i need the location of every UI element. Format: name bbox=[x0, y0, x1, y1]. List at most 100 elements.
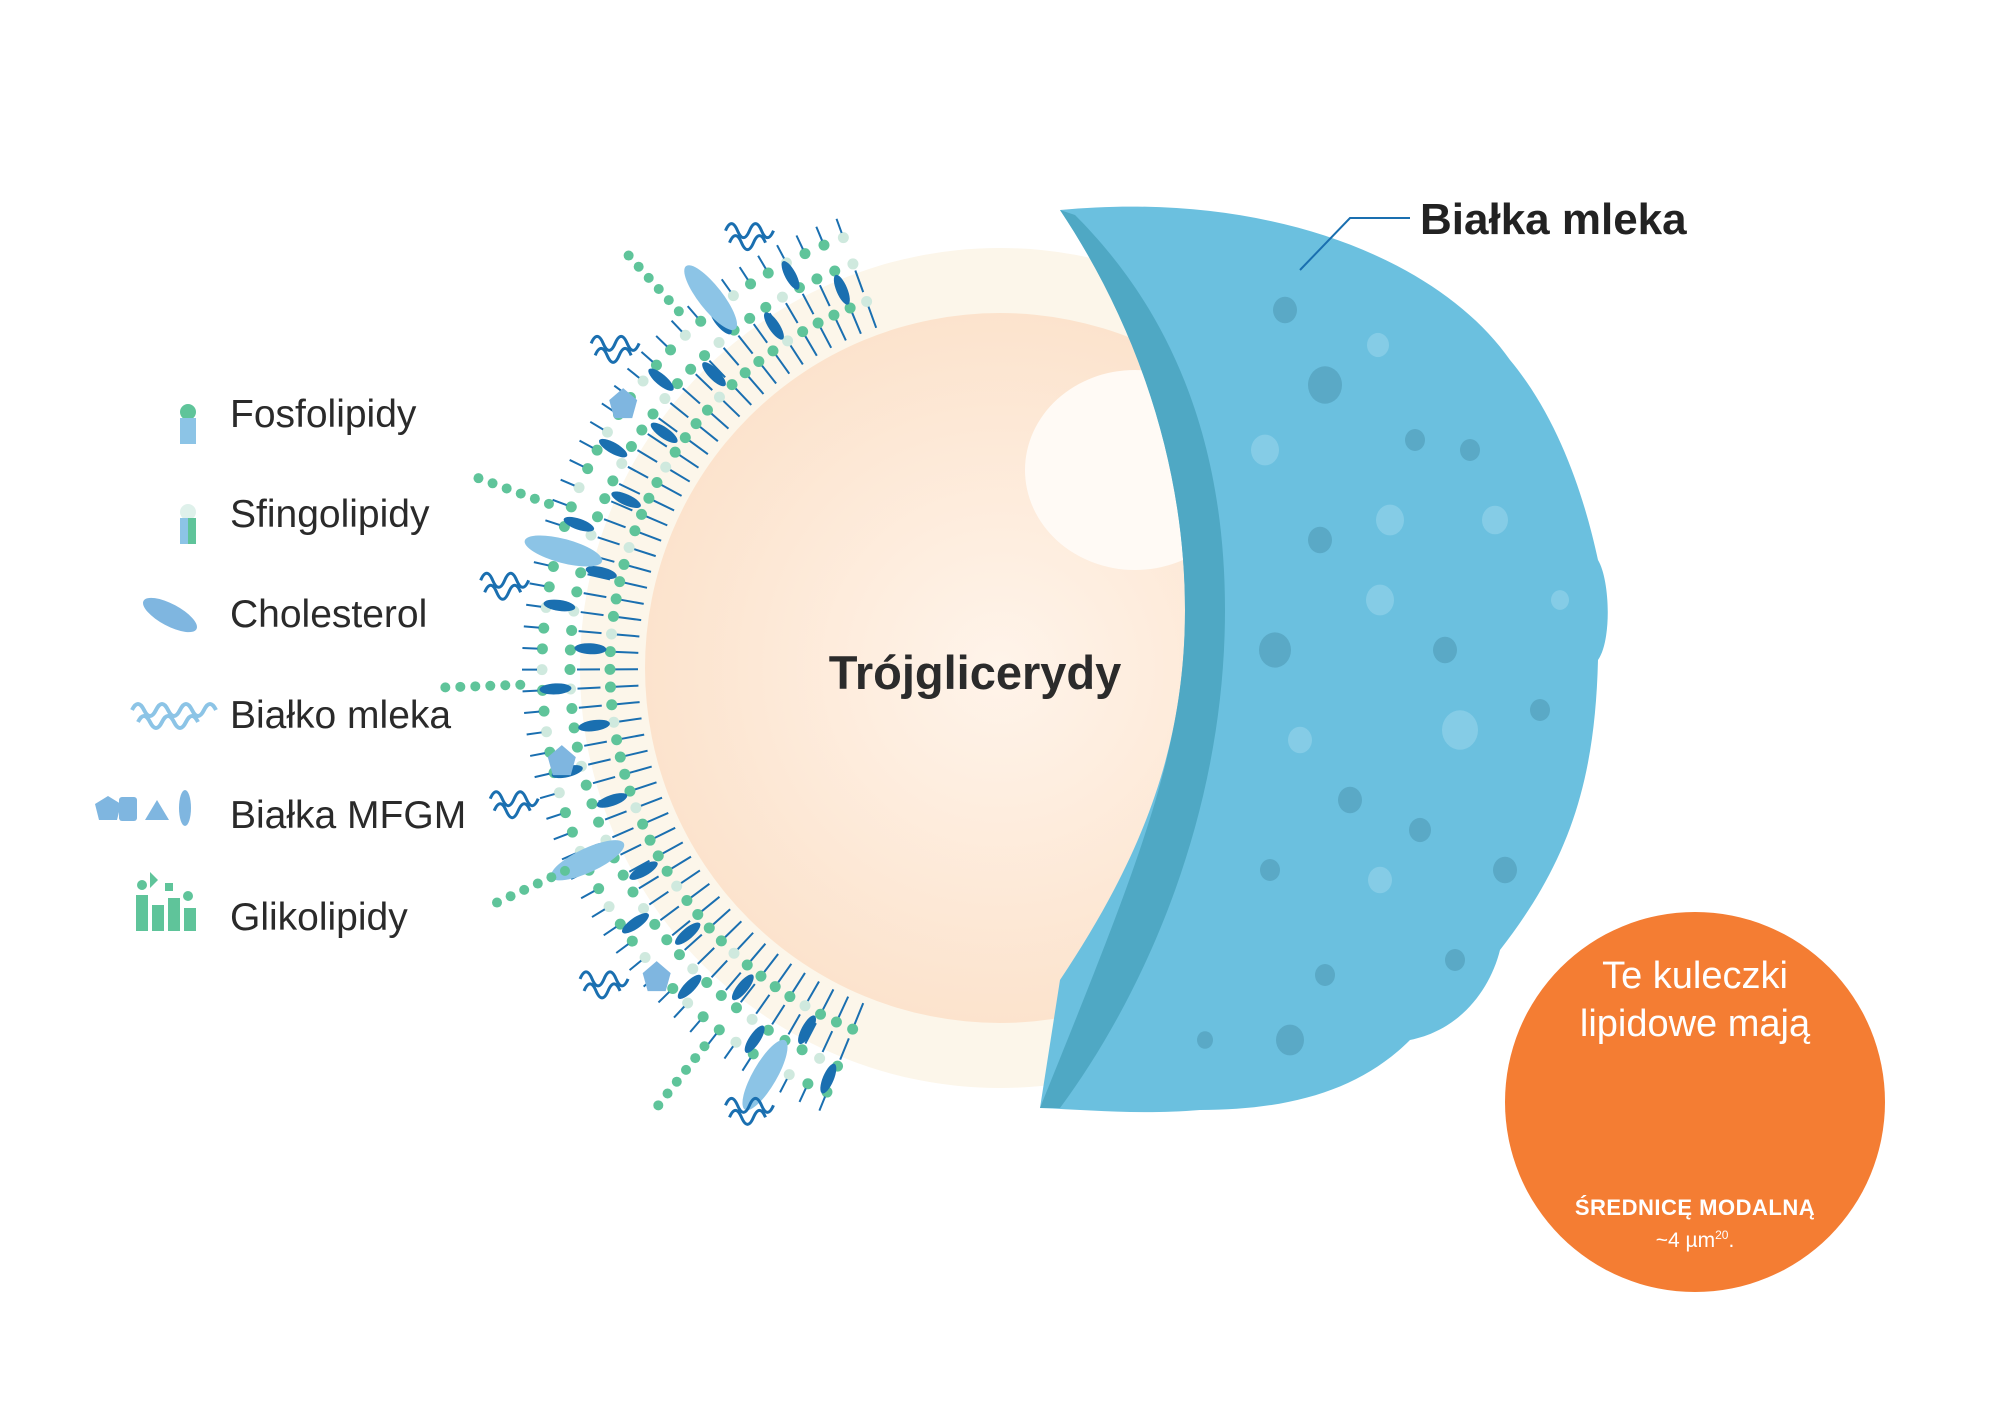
lipid-head bbox=[639, 951, 651, 963]
lipid-head bbox=[715, 989, 727, 1001]
lipid-tail bbox=[580, 611, 604, 617]
lipid-head bbox=[637, 375, 649, 387]
milk-protein-coil bbox=[488, 790, 540, 820]
lipid-tail bbox=[837, 996, 850, 1018]
mfgm-protein bbox=[684, 265, 738, 331]
lipid-head bbox=[815, 1008, 827, 1020]
lipid-head bbox=[730, 1002, 742, 1014]
lipid-head bbox=[564, 664, 576, 676]
lipid-tail bbox=[722, 347, 740, 366]
lipid-tail bbox=[648, 890, 669, 906]
lipid-head bbox=[591, 444, 603, 456]
lipid-tail bbox=[752, 323, 768, 344]
lipid-head bbox=[699, 350, 711, 362]
lipid-head bbox=[626, 935, 638, 947]
lipid-tail bbox=[578, 630, 602, 635]
lipid-tail bbox=[779, 1078, 788, 1093]
lipid-tail bbox=[569, 459, 584, 468]
lipid-head bbox=[703, 922, 715, 934]
lipid-head bbox=[647, 408, 659, 420]
lipid-tail bbox=[647, 433, 668, 448]
lipid-head bbox=[571, 586, 583, 598]
lipid-head bbox=[599, 493, 611, 505]
lipid-tail bbox=[801, 293, 815, 315]
lipid-head bbox=[783, 1069, 795, 1081]
lipid-tail bbox=[806, 981, 820, 1002]
cholesterol-molecule bbox=[781, 261, 800, 290]
lipid-head bbox=[603, 901, 615, 913]
lipid-head bbox=[536, 664, 548, 676]
lipid-head bbox=[566, 702, 578, 714]
lipid-head bbox=[828, 309, 840, 321]
lipid-tail bbox=[560, 478, 575, 487]
texture-spot bbox=[1338, 786, 1362, 814]
lipid-tail bbox=[603, 926, 617, 937]
lipid-tail bbox=[654, 826, 676, 839]
lipid-tail bbox=[739, 983, 756, 1003]
lipid-head bbox=[585, 529, 597, 541]
lipid-head bbox=[728, 947, 740, 959]
glycolipid-chain-unit bbox=[501, 483, 512, 494]
lipid-head bbox=[614, 918, 626, 930]
glycolipid-chain-unit bbox=[559, 865, 570, 876]
glycolipid-chain-unit bbox=[662, 1088, 673, 1099]
lipid-head bbox=[847, 1023, 859, 1035]
cholesterol-molecule bbox=[621, 913, 649, 934]
milk-protein-coil bbox=[589, 334, 641, 364]
cholesterol-icon bbox=[143, 597, 197, 633]
lipid-head bbox=[637, 818, 649, 830]
lipid-tail bbox=[710, 959, 728, 979]
lipid-tail bbox=[610, 500, 633, 512]
badge-reference: 20 bbox=[1715, 1228, 1729, 1242]
lipid-head bbox=[715, 935, 727, 947]
cholesterol-molecule bbox=[611, 491, 641, 508]
glycolipid-chain-unit bbox=[532, 878, 543, 889]
lipid-tail bbox=[580, 890, 595, 900]
glycolipid-chain-unit bbox=[623, 250, 634, 261]
legend-label-milk-protein: Białko mleka bbox=[230, 694, 452, 737]
lipid-tail bbox=[695, 373, 713, 391]
lipid-tail bbox=[615, 650, 639, 654]
lipid-tail bbox=[699, 425, 719, 442]
lipid-tail bbox=[821, 1030, 834, 1053]
lipid-tail bbox=[708, 359, 726, 379]
lipid-head bbox=[636, 424, 648, 436]
lipid-tail bbox=[616, 701, 640, 706]
lipid-head bbox=[650, 359, 662, 371]
milk-protein-leader-line bbox=[1299, 217, 1410, 271]
lipid-tail bbox=[835, 319, 847, 341]
lipid-tail bbox=[670, 855, 692, 870]
lipid-head bbox=[701, 404, 713, 416]
lipid-tail bbox=[775, 354, 791, 375]
lipid-head bbox=[617, 869, 629, 881]
cholesterol-molecule bbox=[574, 643, 607, 655]
lipid-head bbox=[649, 918, 661, 930]
texture-spot bbox=[1251, 434, 1279, 466]
lipid-tail bbox=[737, 334, 754, 355]
badge-suffix: . bbox=[1728, 1229, 1735, 1252]
lipid-head bbox=[565, 501, 577, 513]
lipid-head bbox=[566, 625, 578, 637]
lipid-tail bbox=[545, 519, 560, 526]
lipid-tail bbox=[628, 959, 642, 971]
lipid-tail bbox=[627, 465, 649, 479]
lipid-tail bbox=[749, 943, 767, 962]
lipid-tail bbox=[546, 813, 561, 820]
cholesterol-molecule bbox=[578, 719, 610, 732]
lipid-tail bbox=[791, 972, 806, 993]
lipid-head bbox=[652, 850, 664, 862]
lipid-tail bbox=[763, 953, 779, 973]
lipid-tail bbox=[785, 302, 799, 324]
lipid-tail bbox=[639, 531, 662, 542]
lipid-tail bbox=[757, 255, 767, 270]
lipid-head bbox=[614, 576, 626, 588]
lipid-tail bbox=[722, 399, 741, 418]
milk-protein-coil bbox=[724, 222, 775, 252]
lipid-tail bbox=[741, 1057, 752, 1072]
lipid-head bbox=[679, 432, 691, 444]
lipid-head bbox=[618, 558, 630, 570]
milk-protein-coil bbox=[724, 1096, 775, 1126]
glycolipid-chain-unit bbox=[653, 1100, 664, 1111]
lipid-head bbox=[727, 290, 739, 302]
lipid-tail bbox=[755, 994, 771, 1015]
